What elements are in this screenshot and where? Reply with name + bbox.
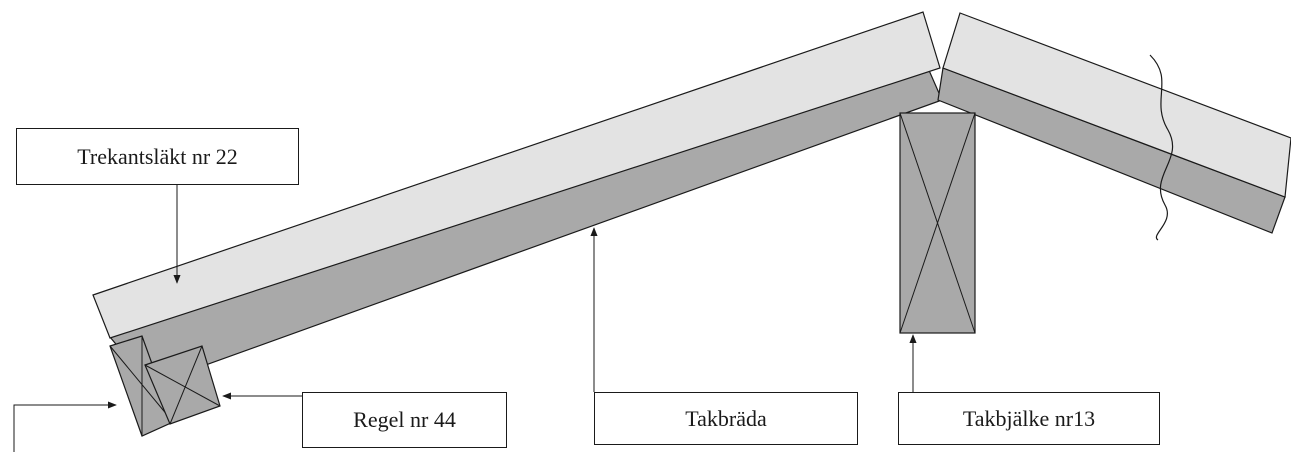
left-roof-board-light <box>92 11 941 339</box>
takbjalke-beam <box>899 112 976 334</box>
right-roof-board-light <box>942 12 1291 198</box>
label-takbrada: Takbräda <box>594 392 858 445</box>
label-trekantslakt: Trekantsläkt nr 22 <box>16 128 299 185</box>
label-regel: Regel nr 44 <box>302 392 507 448</box>
left-cutoff-pointer <box>13 401 117 452</box>
break-line <box>1149 54 1174 241</box>
label-takbjalke: Takbjälke nr13 <box>898 392 1160 445</box>
left-roof-board-dark <box>108 67 943 386</box>
regel-block <box>144 345 221 425</box>
